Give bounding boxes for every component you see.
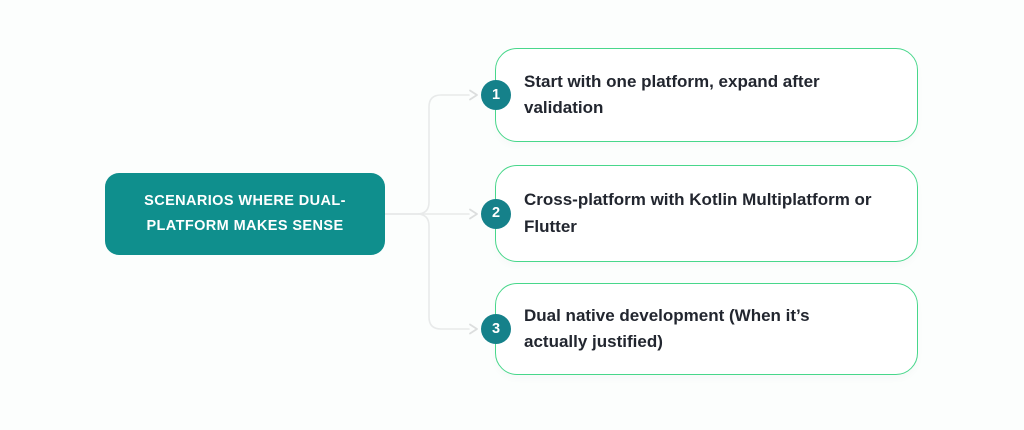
card-3-line-2: actually justified): [524, 332, 663, 351]
scenario-card-1: 1 Start with one platform, expand after …: [481, 48, 918, 142]
step-number-badge-3: 3: [481, 314, 511, 344]
step-number-badge-1: 1: [481, 80, 511, 110]
card-1-line-1: Start with one platform, expand after: [524, 71, 820, 91]
root-node: SCENARIOS WHERE DUAL- PLATFORM MAKES SEN…: [105, 173, 385, 255]
scenario-card-3: 3 Dual native development (When it’s act…: [481, 283, 918, 375]
card-2-line-2: Flutter: [524, 216, 577, 236]
scenario-card-2-text: Cross-platform with Kotlin Multiplatform…: [524, 187, 872, 240]
step-number-badge-2: 2: [481, 198, 511, 229]
connector-to-card-1: [384, 94, 470, 215]
scenario-card-3-text: Dual native development (When it’s actua…: [524, 303, 810, 356]
arrowhead-icon-2: [469, 208, 478, 220]
arrowhead-icon-3: [469, 323, 478, 335]
root-label-line-1: SCENARIOS WHERE DUAL-: [144, 193, 346, 209]
connector-to-card-3: [384, 213, 470, 330]
card-2-line-1: Cross-platform with Kotlin Multiplatform…: [524, 190, 872, 209]
root-label-line-2: PLATFORM MAKES SENSE: [146, 218, 344, 234]
card-1-line-2: validation: [524, 98, 604, 117]
card-3-line-1: Dual native development (When it’s: [524, 305, 810, 325]
arrowhead-icon-1: [469, 89, 478, 101]
root-node-label: SCENARIOS WHERE DUAL- PLATFORM MAKES SEN…: [144, 189, 346, 239]
scenario-card-1-text: Start with one platform, expand after va…: [524, 69, 820, 122]
scenario-card-2: 2 Cross-platform with Kotlin Multiplatfo…: [481, 165, 918, 262]
